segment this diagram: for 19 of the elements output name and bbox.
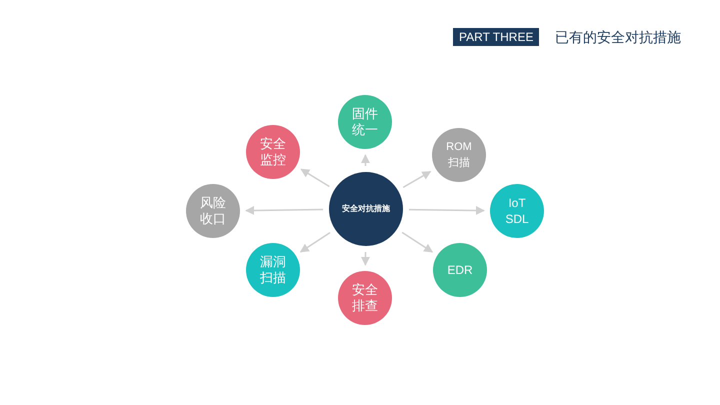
measure-circle: 固件统一 <box>338 95 392 149</box>
center-circle: 安全对抗措施 <box>329 172 403 246</box>
arrow <box>300 168 330 188</box>
measure-circle: 安全监控 <box>246 125 300 179</box>
measure-circle: ROM 扫描 <box>432 128 486 182</box>
measure-circle: 安全排查 <box>338 271 392 325</box>
measure-circle: 风险收口 <box>186 184 240 238</box>
arrow <box>408 206 485 215</box>
arrow <box>360 252 370 266</box>
section-badge: PART THREE <box>453 28 540 46</box>
arrow <box>402 170 432 188</box>
arrow <box>300 232 330 253</box>
arrow <box>402 232 434 253</box>
measure-circle: EDR <box>433 243 487 297</box>
arrow <box>245 206 324 215</box>
measure-circle: 漏洞扫描 <box>246 243 300 297</box>
title: 已有的安全对抗措施 <box>555 28 681 47</box>
arrow <box>360 154 370 166</box>
measure-circle: IoT SDL <box>490 184 544 238</box>
